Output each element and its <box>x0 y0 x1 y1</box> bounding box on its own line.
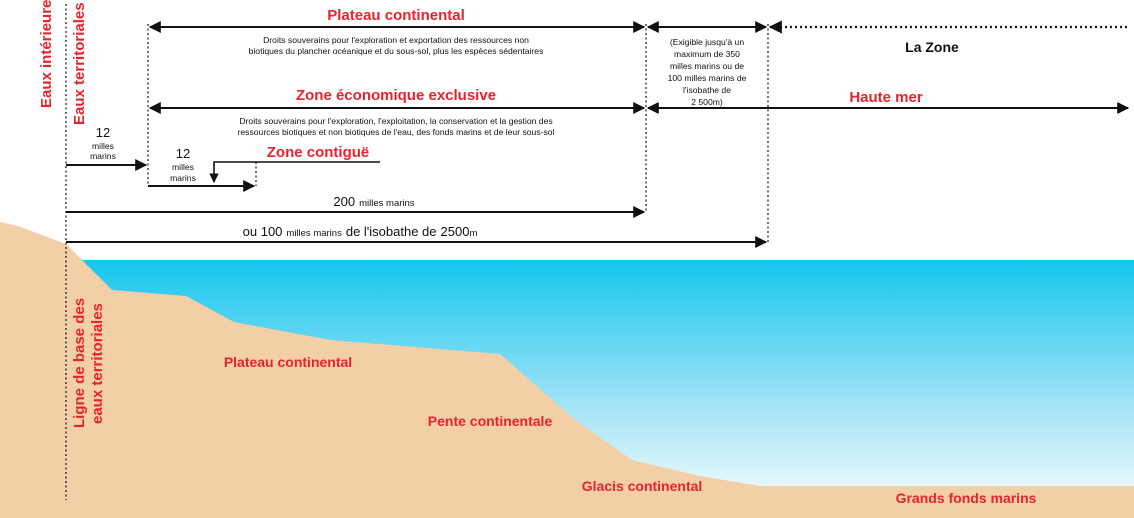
d100-mid: de l'isobathe de <box>346 224 437 239</box>
zone-contigue-bracket <box>209 161 380 183</box>
seabed-profile <box>0 222 1134 518</box>
eaux-territoriales-label: Eaux territoriales <box>71 2 88 125</box>
d200-number: 200 <box>333 194 355 209</box>
la-zone-label: La Zone <box>905 39 959 55</box>
contigue-12-number: 12 <box>176 146 190 161</box>
contigue-12-unit1: milles <box>172 162 194 172</box>
d100-suffix: m <box>469 228 477 239</box>
exigible-line2: maximum de 350 <box>674 49 740 59</box>
exigible-line6: 2 500m) <box>691 97 723 107</box>
d100-number: 2500 <box>441 224 470 239</box>
contigue-12-unit2: marins <box>170 173 196 183</box>
exigible-line1: (Exigible jusqu'à un <box>670 37 744 47</box>
d200-unit: milles marins <box>359 198 415 209</box>
plateau-continental-desc-line2: biotiques du plancher océanique et du so… <box>249 46 544 56</box>
d100-prefix: ou 100 <box>243 224 283 239</box>
seabed-plateau-label: Plateau continental <box>224 354 352 370</box>
seabed-grands-fonds-label: Grands fonds marins <box>896 490 1037 506</box>
ligne-de-base-label-line1: Ligne de base des <box>71 298 88 428</box>
exigible-line4: 100 milles marins de <box>668 73 747 83</box>
zee-desc-line2: ressources biotiques et non biotiques de… <box>238 127 555 137</box>
zone-contigue-label: Zone contiguë <box>267 144 370 161</box>
territorial-12-unit1: milles <box>92 141 114 151</box>
d200-label: 200 milles marins <box>333 194 414 209</box>
zee-title: Zone économique exclusive <box>296 87 496 104</box>
eaux-interieures-label: Eaux intérieures <box>38 0 55 108</box>
haute-mer-label: Haute mer <box>849 89 923 106</box>
plateau-continental-desc-line1: Droits souverains pour l'exploration et … <box>263 35 529 45</box>
zee-desc-line1: Droits souverains pour l'exploration, l'… <box>239 116 552 126</box>
d100-unit: milles marins <box>286 228 342 239</box>
territorial-12-number: 12 <box>96 125 110 140</box>
territorial-12-unit2: marins <box>90 151 116 161</box>
ligne-de-base-label-line2: eaux territoriales <box>89 303 106 424</box>
plateau-continental-title: Plateau continental <box>327 7 465 24</box>
exigible-line3: milles marins ou de <box>670 61 744 71</box>
exigible-line5: l'isobathe de <box>683 85 731 95</box>
seabed-pente-label: Pente continentale <box>428 413 553 429</box>
seabed-glacis-label: Glacis continental <box>582 478 703 494</box>
